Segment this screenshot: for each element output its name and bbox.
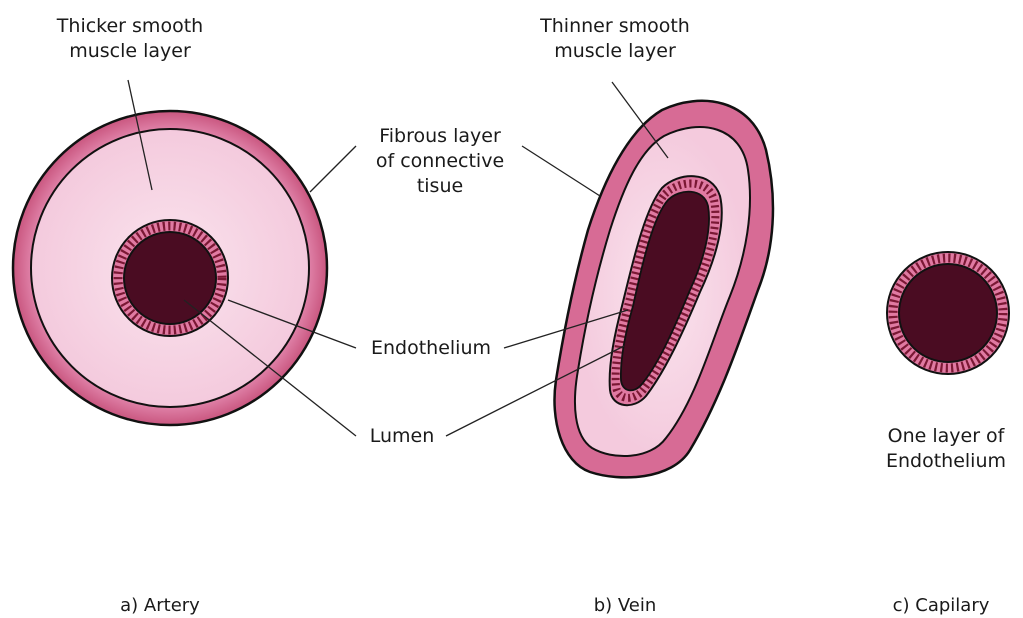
artery — [13, 111, 327, 425]
label-lumen: Lumen — [358, 424, 446, 449]
label-fibrous-layer: Fibrous layer of connective tisue — [360, 124, 520, 199]
vein — [554, 101, 772, 478]
label-line: Endothelium — [358, 336, 504, 361]
label-line: Thicker smooth — [36, 14, 224, 39]
caption-vein: b) Vein — [580, 593, 670, 618]
leader-fibrous-artery — [310, 146, 356, 192]
caption-text: c) Capilary — [876, 593, 1006, 618]
artery-lumen — [124, 232, 216, 324]
label-thicker-smooth-muscle: Thicker smooth muscle layer — [36, 14, 224, 64]
caption-capillary: c) Capilary — [876, 593, 1006, 618]
capillary — [887, 252, 1009, 374]
label-line: muscle layer — [36, 39, 224, 64]
label-line: Thinner smooth — [520, 14, 710, 39]
label-line: Lumen — [358, 424, 446, 449]
label-capillary-endothelium: One layer of Endothelium — [876, 424, 1016, 474]
label-line: muscle layer — [520, 39, 710, 64]
label-line: One layer of — [876, 424, 1016, 449]
label-line: Fibrous layer — [360, 124, 520, 149]
label-line: of connective — [360, 149, 520, 174]
label-line: Endothelium — [876, 449, 1016, 474]
label-thinner-smooth-muscle: Thinner smooth muscle layer — [520, 14, 710, 64]
capillary-lumen — [899, 264, 997, 362]
label-endothelium: Endothelium — [358, 336, 504, 361]
caption-artery: a) Artery — [100, 593, 220, 618]
label-line: tisue — [360, 174, 520, 199]
caption-text: b) Vein — [580, 593, 670, 618]
leader-fibrous-vein — [522, 146, 600, 196]
caption-text: a) Artery — [100, 593, 220, 618]
